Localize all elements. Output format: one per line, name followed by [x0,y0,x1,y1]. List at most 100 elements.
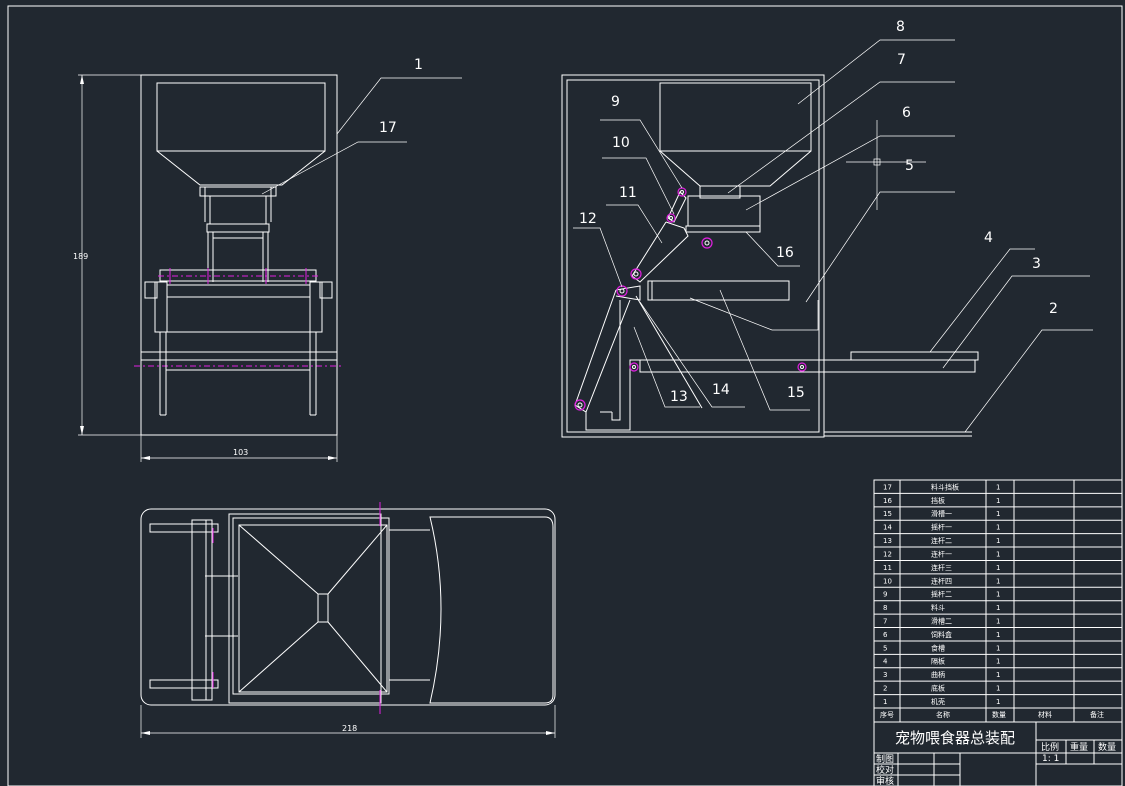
balloon-12: 12 [579,211,597,227]
bom-cell-qty: 1 [996,671,1000,679]
bom-cell-no: 3 [883,671,887,679]
balloon-8: 8 [896,19,905,35]
bom-cell-name: 挡板 [931,496,945,505]
signoff-drawn: 制图 [876,753,894,765]
bom-cell-qty: 1 [996,483,1000,491]
bom-cell-qty: 1 [996,577,1000,585]
bom-cell-qty: 1 [996,658,1000,666]
balloon-7: 7 [897,52,906,68]
bom-cell-name: 摇杆二 [931,590,952,599]
dim-width-top: 218 [342,724,357,733]
drawing-title: 宠物喂食器总装配 [895,729,1015,747]
bom-cell-no: 12 [883,550,892,558]
bom-cell-qty: 1 [996,564,1000,572]
bom-cell-no: 8 [883,604,887,612]
balloon-17: 17 [379,120,397,136]
bom-header-note: 备注 [1090,710,1104,719]
bom-row: 12 连杆一 1 [883,549,1000,558]
signoff-approved: 审核 [876,775,894,786]
drawing-frame [7,5,1123,786]
bom-cell-no: 2 [883,685,887,693]
bom-header-no: 序号 [880,710,894,719]
top-view: 218 [140,502,556,738]
balloon-6: 6 [902,105,911,121]
balloon-1: 1 [414,57,423,73]
bom-cell-name: 料斗 [931,603,945,612]
bom-cell-name: 隔板 [931,657,945,666]
bom-row: 11 连杆三 1 [883,563,1000,572]
bom-cell-no: 7 [883,618,887,626]
scale-label: 比例 [1041,741,1059,753]
balloon-16: 16 [776,245,794,261]
balloon-labels: 1 2 3 4 5 6 7 8 9 10 11 12 13 14 15 16 1… [379,19,1058,405]
bom-cell-name: 连杆一 [931,549,952,558]
weight-label: 重量 [1070,741,1088,753]
bom-cell-qty: 1 [996,631,1000,639]
signoff-checked: 校对 [876,764,894,776]
bom-cell-name: 曲柄 [931,670,945,679]
dim-width-front: 103 [233,448,248,457]
bom-cell-name: 连杆二 [931,536,952,545]
dim-height: 189 [73,252,88,261]
bom-cell-name: 机壳 [931,697,945,706]
balloon-5: 5 [905,158,914,174]
bom-cell-no: 9 [883,591,887,599]
bom-cell-no: 1 [883,698,887,706]
bom-cell-qty: 1 [996,591,1000,599]
balloon-11: 11 [619,185,637,201]
title-block: 宠物喂食器总装配 比例 重量 数量 1: 1 制图 校对 审核 [873,721,1123,786]
balloon-13: 13 [670,389,688,405]
balloon-3: 3 [1032,256,1041,272]
bom-row: 6 饲料盒 1 [883,630,1000,639]
bom-cell-no: 16 [883,497,892,505]
bom-cell-qty: 1 [996,604,1000,612]
bom-cell-qty: 1 [996,524,1000,532]
bom-row: 4 隔板 1 [883,657,1000,666]
bom-cell-name: 滑槽二 [931,617,952,626]
bom-cell-qty: 1 [996,497,1000,505]
bom-cell-qty: 1 [996,537,1000,545]
bom-cell-qty: 1 [996,644,1000,652]
scale-value: 1: 1 [1042,754,1059,764]
bom-row: 16 挡板 1 [883,496,1000,505]
bom-cell-qty: 1 [996,698,1000,706]
bom-row: 17 料斗挡板 1 [883,482,1000,491]
bom-cell-name: 饲料盒 [931,630,952,639]
bom-cell-name: 滑槽一 [931,509,952,518]
bom-cell-no: 11 [883,564,892,572]
bom-row: 8 料斗 1 [883,603,1000,612]
front-view: 189 103 [73,74,462,462]
bom-cell-qty: 1 [996,685,1000,693]
bom-cell-name: 食槽 [931,643,945,652]
side-view [561,39,1093,438]
bom-cell-no: 6 [883,631,888,639]
bom-cell-qty: 1 [996,510,1000,518]
bom-cell-no: 14 [883,524,892,532]
bom-header-qty: 数量 [992,710,1006,719]
bom-header-name: 名称 [936,710,950,719]
balloon-14: 14 [712,382,730,398]
bom-row: 7 滑槽二 1 [883,617,1000,626]
bom-cell-qty: 1 [996,550,1000,558]
bom-cell-no: 4 [883,658,888,666]
bom-header-mat: 材料 [1038,710,1052,719]
balloon-2: 2 [1049,301,1058,317]
balloon-10: 10 [612,135,630,151]
balloon-4: 4 [984,230,993,246]
bom-cell-name: 连杆三 [931,563,952,572]
bom-cell-qty: 1 [996,618,1000,626]
quantity-label: 数量 [1098,741,1116,753]
bom-cell-name: 料斗挡板 [931,482,959,491]
bom-row: 1 机壳 1 [883,697,1000,706]
bom-row: 3 曲柄 1 [883,670,1000,679]
bom-cell-no: 17 [883,483,892,491]
